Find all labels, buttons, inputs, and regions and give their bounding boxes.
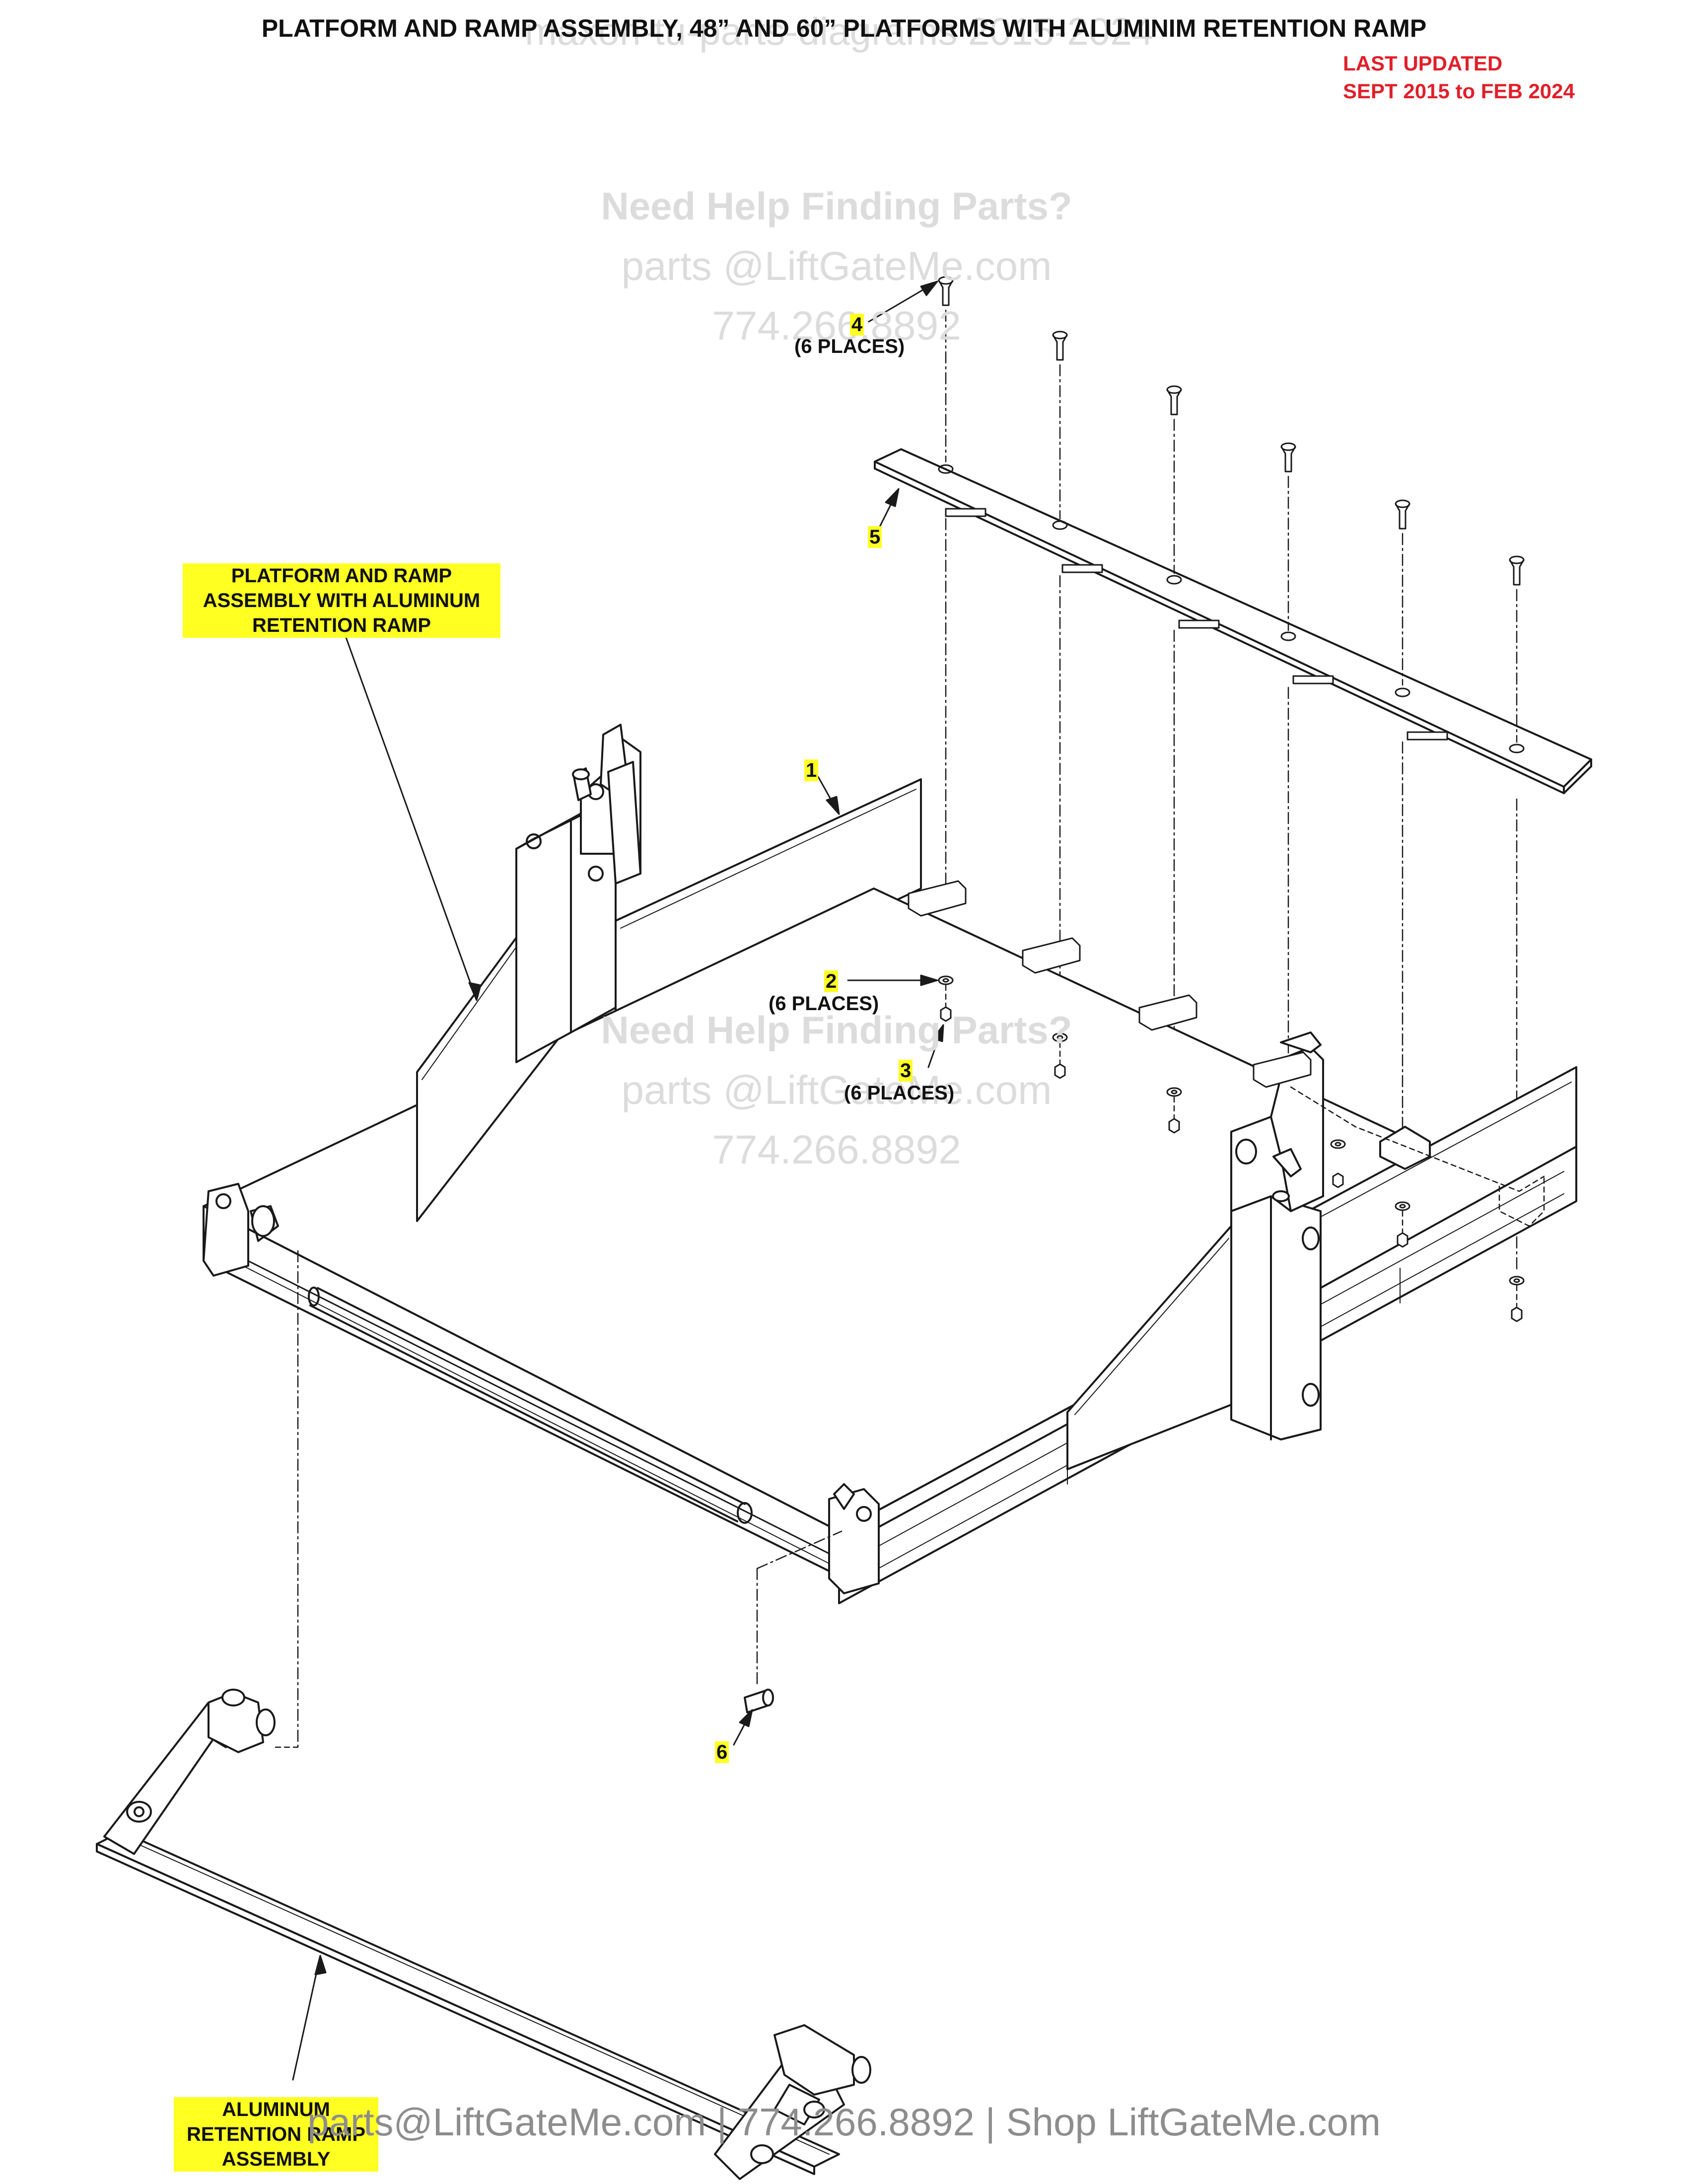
watermark-help-top: Need Help Finding Parts?: [601, 184, 1072, 228]
last-updated-label: LAST UPDATED: [1343, 52, 1503, 75]
callout-platform-ramp-assembly: PLATFORM AND RAMP ASSEMBLY WITH ALUMINUM…: [183, 563, 500, 638]
callout-ramp-line1: ALUMINUM: [222, 2099, 330, 2120]
callout-platform-line3: RETENTION RAMP: [252, 614, 431, 636]
watermark-help-mid: Need Help Finding Parts?: [601, 1008, 1072, 1052]
watermark-title: maxon-tu-parts-diagrams 2015-2024: [525, 9, 1153, 53]
flat-head-screws: [938, 276, 1525, 586]
callout-retention-ramp-assembly: ALUMINUM RETENTION RAMP ASSEMBLY: [174, 2097, 378, 2172]
watermark-email-mid: parts @LiftGateMe.com: [621, 1068, 1052, 1113]
part-number-4: 4: [850, 314, 864, 336]
platform-deck: [203, 887, 1577, 1604]
part-number-1: 1: [804, 759, 819, 781]
part-number-3: 3: [899, 1060, 913, 1082]
part-4-quantity: (6 PLACES): [794, 336, 905, 357]
pivot-pin-sleeve: [744, 1530, 843, 1713]
watermark-phone-top: 774.266.8892: [712, 303, 961, 348]
washer-nut-center-lines: [945, 984, 1545, 1307]
callout-ramp-line2: RETENTION RAMP: [187, 2123, 365, 2145]
last-updated-range: SEPT 2015 to FEB 2024: [1343, 79, 1575, 103]
part-3-quantity: (6 PLACES): [844, 1082, 955, 1104]
retention-plate-strip: [874, 448, 1592, 794]
lock-washers: [938, 975, 1525, 1286]
watermark-email-top: parts @LiftGateMe.com: [621, 244, 1052, 289]
page-title: PLATFORM AND RAMP ASSEMBLY, 48” AND 60” …: [261, 14, 1427, 42]
left-gusset-post: [416, 724, 641, 1222]
hex-nuts: [940, 1006, 1523, 1322]
footer-contact: parts@LiftGateMe.com | 774.266.8892 | Sh…: [307, 2100, 1381, 2144]
part-2-quantity: (6 PLACES): [769, 993, 879, 1015]
watermark-phone-mid: 774.266.8892: [712, 1127, 961, 1172]
callout-platform-line2: ASSEMBLY WITH ALUMINUM: [203, 590, 481, 612]
deck-clip-brackets: [908, 880, 1312, 1088]
part-number-2: 2: [824, 970, 839, 992]
last-updated: LAST UPDATED SEPT 2015 to FEB 2024: [1343, 50, 1575, 105]
part-number-6: 6: [715, 1741, 729, 1763]
part-number-5: 5: [868, 526, 882, 548]
leader-lines: [292, 280, 944, 2081]
screw-center-lines: [945, 309, 1518, 1272]
callout-platform-line1: PLATFORM AND RAMP: [231, 565, 452, 587]
right-gusset-post: [1066, 1031, 1431, 1470]
aluminum-retention-ramp: [96, 1250, 871, 2180]
callout-ramp-line3: ASSEMBLY: [221, 2148, 331, 2170]
